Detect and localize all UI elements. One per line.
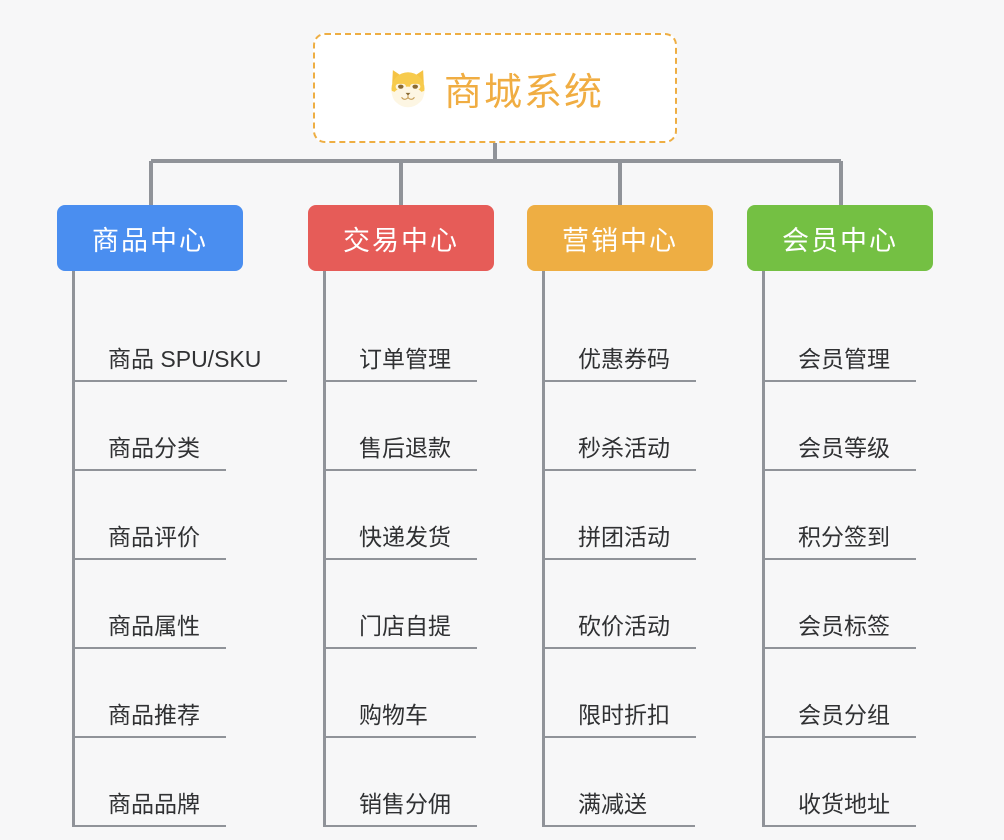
- leaf-item[interactable]: 销售分佣: [326, 738, 477, 827]
- leaf-label: 销售分佣: [359, 791, 451, 818]
- branch-header-1[interactable]: 交易中心: [308, 205, 494, 271]
- dog-face-icon: [386, 66, 430, 110]
- branch-header-0[interactable]: 商品中心: [57, 205, 243, 271]
- leaf-list-0: 商品 SPU/SKU 商品分类 商品评价 商品属性 商品推荐 商品品牌: [72, 271, 288, 827]
- leaf-item[interactable]: 积分签到: [765, 471, 916, 560]
- leaf-list-2: 优惠券码 秒杀活动 拼团活动 砍价活动 限时折扣 满减送: [542, 271, 696, 827]
- leaf-label: 商品 SPU/SKU: [108, 346, 262, 373]
- leaf-item[interactable]: 会员等级: [765, 382, 916, 471]
- leaf-label: 售后退款: [359, 435, 451, 462]
- leaf-label: 订单管理: [359, 346, 451, 373]
- branch-member-center: 会员中心 会员管理 会员等级 积分签到 会员标签 会员分组 收货地址: [747, 205, 933, 827]
- leaf-item[interactable]: 商品推荐: [75, 649, 226, 738]
- leaf-item[interactable]: 商品品牌: [75, 738, 226, 827]
- leaf-label: 会员分组: [798, 702, 890, 729]
- branch-trade-center: 交易中心 订单管理 售后退款 快递发货 门店自提 购物车 销售分佣: [308, 205, 494, 827]
- leaf-item[interactable]: 会员分组: [765, 649, 916, 738]
- leaf-item[interactable]: 商品评价: [75, 471, 226, 560]
- leaf-label: 收货地址: [798, 791, 890, 818]
- leaf-item[interactable]: 快递发货: [326, 471, 477, 560]
- leaf-label: 秒杀活动: [578, 435, 670, 462]
- leaf-label: 砍价活动: [578, 613, 670, 640]
- leaf-item[interactable]: 限时折扣: [545, 649, 696, 738]
- root-node[interactable]: 商城系统: [313, 33, 677, 143]
- leaf-item[interactable]: 商品分类: [75, 382, 226, 471]
- leaf-label: 商品属性: [108, 613, 200, 640]
- leaf-label: 会员管理: [798, 346, 890, 373]
- leaf-item[interactable]: 秒杀活动: [545, 382, 696, 471]
- leaf-item[interactable]: 订单管理: [326, 293, 477, 382]
- leaf-label: 快递发货: [359, 524, 451, 551]
- leaf-item[interactable]: 购物车: [326, 649, 476, 738]
- leaf-label: 积分签到: [798, 524, 890, 551]
- leaf-label: 商品推荐: [108, 702, 200, 729]
- leaf-list-3: 会员管理 会员等级 积分签到 会员标签 会员分组 收货地址: [762, 271, 916, 827]
- leaf-label: 拼团活动: [578, 524, 670, 551]
- leaf-label: 满减送: [578, 791, 647, 818]
- leaf-label: 购物车: [359, 702, 428, 729]
- leaf-label: 商品品牌: [108, 791, 200, 818]
- leaf-item[interactable]: 满减送: [545, 738, 695, 827]
- leaf-label: 会员等级: [798, 435, 890, 462]
- branch-product-center: 商品中心 商品 SPU/SKU 商品分类 商品评价 商品属性 商品推荐 商品品牌: [57, 205, 288, 827]
- branch-marketing-center: 营销中心 优惠券码 秒杀活动 拼团活动 砍价活动 限时折扣 满减送: [527, 205, 713, 827]
- leaf-label: 商品分类: [108, 435, 200, 462]
- leaf-item[interactable]: 收货地址: [765, 738, 916, 827]
- leaf-label: 限时折扣: [578, 702, 670, 729]
- leaf-label: 优惠券码: [578, 346, 670, 373]
- leaf-label: 门店自提: [359, 613, 451, 640]
- root-title: 商城系统: [443, 71, 604, 114]
- leaf-item[interactable]: 砍价活动: [545, 560, 696, 649]
- leaf-item[interactable]: 商品属性: [75, 560, 226, 649]
- branch-header-3[interactable]: 会员中心: [747, 205, 933, 271]
- leaf-label: 商品评价: [108, 524, 200, 551]
- leaf-item[interactable]: 商品 SPU/SKU: [75, 293, 288, 382]
- leaf-item[interactable]: 优惠券码: [545, 293, 696, 382]
- leaf-list-1: 订单管理 售后退款 快递发货 门店自提 购物车 销售分佣: [323, 271, 477, 827]
- leaf-item[interactable]: 拼团活动: [545, 471, 696, 560]
- leaf-item[interactable]: 售后退款: [326, 382, 477, 471]
- leaf-item[interactable]: 门店自提: [326, 560, 477, 649]
- leaf-item[interactable]: 会员管理: [765, 293, 916, 382]
- leaf-label: 会员标签: [798, 613, 890, 640]
- branch-header-2[interactable]: 营销中心: [527, 205, 713, 271]
- leaf-item[interactable]: 会员标签: [765, 560, 916, 649]
